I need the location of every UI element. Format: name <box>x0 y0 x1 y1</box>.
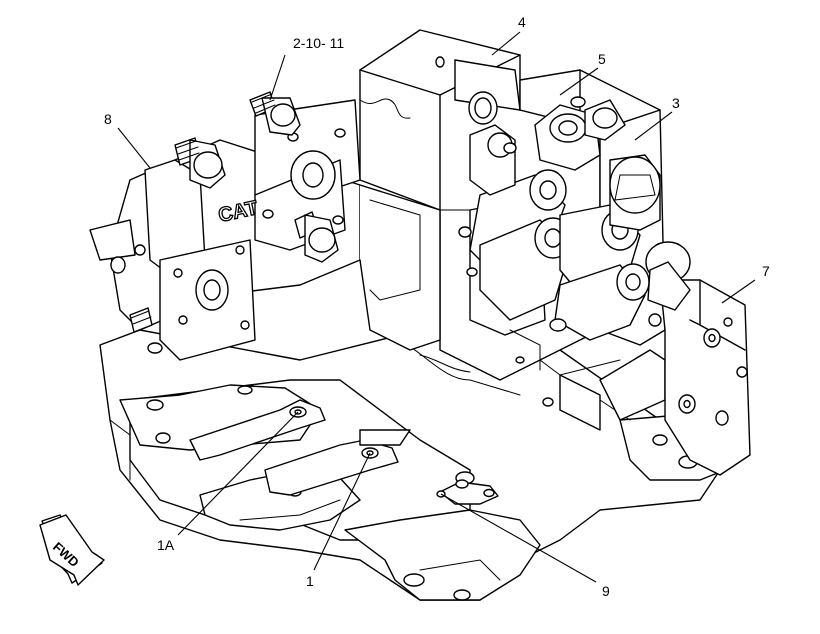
callout-8: 8 <box>104 111 112 127</box>
callout-4: 4 <box>518 14 526 30</box>
left-housing: CAT <box>89 99 441 361</box>
callout-2-10-11: 2-10- 11 <box>293 35 344 51</box>
callout-9: 9 <box>602 583 610 599</box>
end-cap-7 <box>645 241 751 476</box>
callout-7: 7 <box>762 263 770 279</box>
leader-lines <box>117 31 756 583</box>
bracket-plate-9 <box>436 479 499 505</box>
top-fittings <box>458 96 626 364</box>
callout-1: 1 <box>306 573 314 589</box>
callout-3: 3 <box>672 95 680 111</box>
callout-1a: 1A <box>157 537 175 553</box>
fwd-direction-arrow: FWD <box>39 514 105 586</box>
callout-5: 5 <box>598 51 606 67</box>
solenoid-cartridges <box>469 154 661 341</box>
bracket-plate-1 <box>264 429 411 496</box>
callout-labels: 2-10- 11 4 5 3 8 7 1A 1 9 <box>104 14 770 599</box>
threaded-fittings <box>129 91 339 354</box>
